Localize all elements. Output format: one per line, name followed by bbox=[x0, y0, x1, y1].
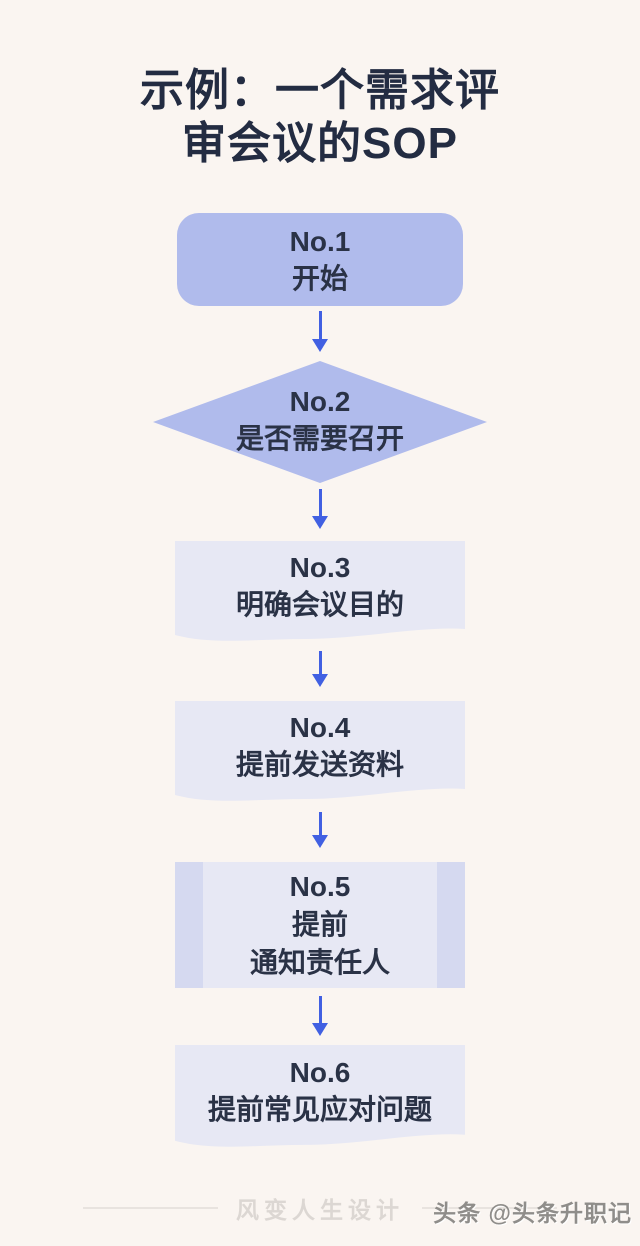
arrow-line bbox=[319, 651, 322, 674]
arrow-line bbox=[319, 311, 322, 339]
flow-node-6-text: No.6 提前常见应对问题 bbox=[175, 1045, 465, 1151]
arrow-line bbox=[319, 996, 322, 1023]
flow-arrow-3 bbox=[312, 651, 328, 687]
arrow-down-icon bbox=[312, 339, 328, 352]
node-id: No.2 bbox=[289, 386, 351, 417]
node-id: No.3 bbox=[289, 552, 351, 583]
node-id: No.6 bbox=[289, 1057, 351, 1088]
node-label: 提前 bbox=[291, 909, 348, 940]
platform-watermark: 头条 @头条升职记 bbox=[433, 1200, 632, 1226]
page-title-line2: 审会议的SOP bbox=[182, 119, 458, 168]
flow-node-3: No.3 明确会议目的 bbox=[175, 541, 465, 645]
flow-node-decision: No.2 是否需要召开 bbox=[153, 361, 487, 483]
node-label: 提前发送资料 bbox=[235, 749, 404, 780]
node-label: 通知责任人 bbox=[249, 947, 390, 978]
footer: 风变人生设计 bbox=[0, 1193, 640, 1223]
node-label: 开始 bbox=[291, 262, 348, 294]
flow-node-5: No.5 提前 通知责任人 bbox=[175, 862, 465, 988]
arrow-down-icon bbox=[312, 674, 328, 687]
predefined-process-right-bar bbox=[437, 862, 465, 988]
node-id: No.5 bbox=[289, 871, 351, 902]
flow-arrow-1 bbox=[312, 311, 328, 352]
arrow-down-icon bbox=[312, 516, 328, 529]
page-title-line1: 示例：一个需求评 bbox=[140, 66, 500, 115]
document-shape bbox=[175, 541, 465, 641]
node-label: 提前常见应对问题 bbox=[207, 1094, 432, 1125]
diamond-shape bbox=[153, 361, 487, 483]
flow-node-start: No.1 开始 bbox=[177, 213, 463, 306]
flow-arrow-5 bbox=[312, 996, 328, 1036]
flow-node-3-text: No.3 明确会议目的 bbox=[175, 541, 465, 645]
document-shape bbox=[175, 701, 465, 801]
page-title: 示例：一个需求评 审会议的SOP bbox=[0, 64, 640, 170]
node-id: No.1 bbox=[289, 225, 351, 257]
flow-node-decision-text: No.2 是否需要召开 bbox=[153, 361, 487, 483]
flow-node-4-text: No.4 提前发送资料 bbox=[175, 701, 465, 805]
footer-divider-left bbox=[83, 1207, 218, 1209]
arrow-down-icon bbox=[312, 835, 328, 848]
arrow-line bbox=[319, 489, 322, 516]
node-label: 明确会议目的 bbox=[235, 589, 404, 620]
footer-brand: 风变人生设计 bbox=[236, 1197, 404, 1223]
predefined-process-left-bar bbox=[175, 862, 203, 988]
flow-node-6: No.6 提前常见应对问题 bbox=[175, 1045, 465, 1151]
footer-divider-right bbox=[422, 1207, 557, 1209]
flow-arrow-2 bbox=[312, 489, 328, 529]
flow-arrow-4 bbox=[312, 812, 328, 848]
document-shape bbox=[175, 1045, 465, 1147]
node-label: 是否需要召开 bbox=[235, 423, 404, 454]
node-id: No.4 bbox=[289, 712, 351, 743]
arrow-line bbox=[319, 812, 322, 835]
flow-node-5-text: No.5 提前 通知责任人 bbox=[175, 862, 465, 988]
arrow-down-icon bbox=[312, 1023, 328, 1036]
flow-node-4: No.4 提前发送资料 bbox=[175, 701, 465, 805]
flow-node-start-text: No.1 开始 bbox=[177, 213, 463, 306]
